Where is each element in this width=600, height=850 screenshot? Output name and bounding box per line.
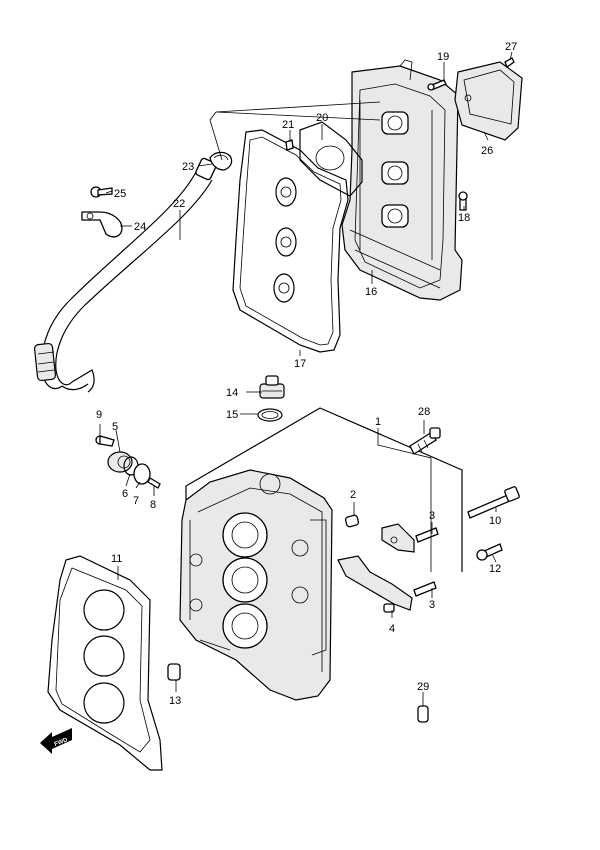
cover-gasket (232, 129, 349, 353)
cylinder-head-block (179, 407, 463, 701)
breather-hose (33, 157, 217, 393)
callout-13: 13 (169, 695, 181, 707)
bolt-3-lower (413, 581, 437, 597)
callout-29: 29 (417, 681, 429, 693)
pin-13 (167, 663, 181, 681)
callout-14: 14 (226, 387, 238, 399)
bolt-12 (476, 543, 503, 561)
bolt-19 (427, 79, 447, 91)
head-gasket (47, 555, 163, 771)
callout-9: 9 (96, 409, 102, 421)
callout-28: 28 (418, 406, 430, 418)
bolt-4-small (383, 603, 395, 613)
callout-5: 5 (112, 421, 118, 433)
callout-10: 10 (489, 515, 501, 527)
callout-7: 7 (133, 495, 139, 507)
bolt-25 (90, 186, 113, 198)
callout-26: 26 (481, 145, 493, 157)
o-ring (257, 408, 283, 422)
callout-21: 21 (282, 119, 294, 131)
cylinder-head-cover (341, 59, 463, 301)
callout-1: 1 (375, 416, 381, 428)
bolt-3-upper (415, 527, 439, 543)
fwd-arrow-icon: FWD (40, 728, 72, 754)
cap-5 (107, 451, 133, 473)
callout-3a: 3 (429, 510, 435, 522)
callout-19: 19 (437, 51, 449, 63)
oil-filler-cap (259, 375, 285, 399)
callout-16: 16 (365, 286, 377, 298)
bolt-27 (504, 57, 515, 69)
bolt-8 (147, 477, 161, 489)
hose-bracket (81, 211, 123, 238)
small-gasket (299, 121, 363, 197)
cover-7 (133, 463, 151, 485)
breather-cover (454, 61, 523, 141)
callout-6: 6 (122, 488, 128, 500)
callout-17: 17 (294, 358, 306, 370)
bolt-21 (285, 139, 294, 151)
callout-3b: 3 (429, 599, 435, 611)
pin-29 (417, 705, 429, 723)
callout-25: 25 (114, 188, 126, 200)
bolt-9 (95, 435, 115, 447)
callout-numbers: 1 2 3 3 4 5 6 7 8 9 10 11 12 13 14 15 16… (96, 41, 517, 707)
callout-11: 11 (111, 553, 122, 565)
leader-lines (99, 51, 513, 706)
callout-4: 4 (389, 623, 395, 635)
callout-27: 27 (505, 41, 517, 53)
dowel-pin (344, 514, 360, 528)
bolt-10 (467, 486, 520, 519)
callout-24: 24 (134, 221, 146, 233)
fwd-label: FWD (54, 737, 70, 748)
callout-20: 20 (316, 112, 328, 124)
bracket-4 (337, 523, 415, 611)
hose-clamp (209, 151, 233, 171)
spark-plug (409, 427, 441, 455)
callout-12: 12 (489, 563, 501, 575)
callout-18: 18 (458, 212, 470, 224)
callout-2: 2 (350, 489, 356, 501)
callout-23: 23 (182, 161, 194, 173)
bolt-18 (458, 191, 468, 211)
callout-15: 15 (226, 409, 238, 421)
callout-8: 8 (150, 499, 156, 511)
callout-22: 22 (173, 198, 185, 210)
